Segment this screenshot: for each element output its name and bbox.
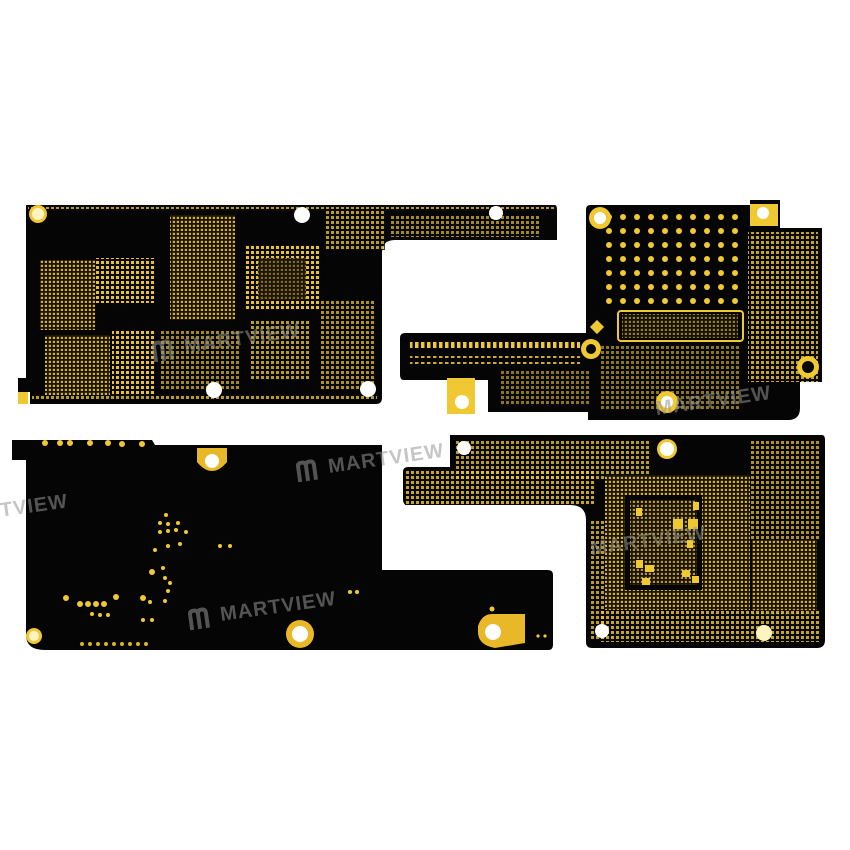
top-right-board	[400, 200, 822, 420]
bottom-right-board	[403, 435, 825, 648]
bottom-left-board	[12, 440, 553, 650]
